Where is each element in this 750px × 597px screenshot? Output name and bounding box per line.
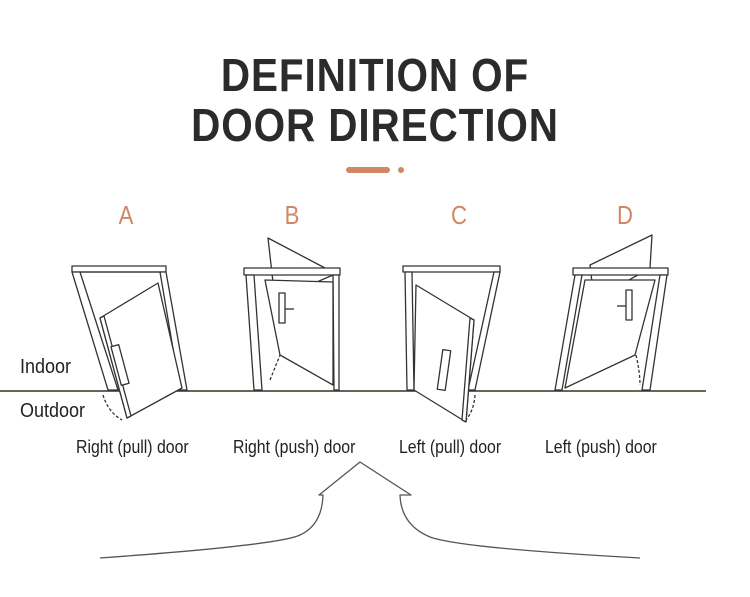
title-divider bbox=[346, 167, 404, 173]
door-d-letter: D bbox=[617, 200, 633, 230]
door-d-caption: Left (push) door bbox=[545, 437, 657, 457]
door-b-caption: Right (push) door bbox=[233, 437, 356, 457]
indoor-label: Indoor bbox=[20, 356, 72, 378]
door-c-caption: Left (pull) door bbox=[399, 437, 502, 457]
title-line-1: DEFINITION OF bbox=[220, 49, 530, 101]
door-b-drawing bbox=[243, 237, 341, 391]
door-c-drawing bbox=[402, 265, 501, 423]
door-b-letter: B bbox=[284, 200, 300, 230]
door-c-letter: C bbox=[451, 200, 467, 230]
door-a-drawing bbox=[71, 265, 188, 421]
outdoor-label: Outdoor bbox=[20, 400, 86, 422]
up-arrow-icon bbox=[99, 461, 641, 559]
door-d-drawing bbox=[554, 234, 669, 391]
door-a-letter: A bbox=[118, 200, 134, 230]
title-line-2: DOOR DIRECTION bbox=[191, 99, 559, 151]
door-a-caption: Right (pull) door bbox=[76, 437, 189, 457]
